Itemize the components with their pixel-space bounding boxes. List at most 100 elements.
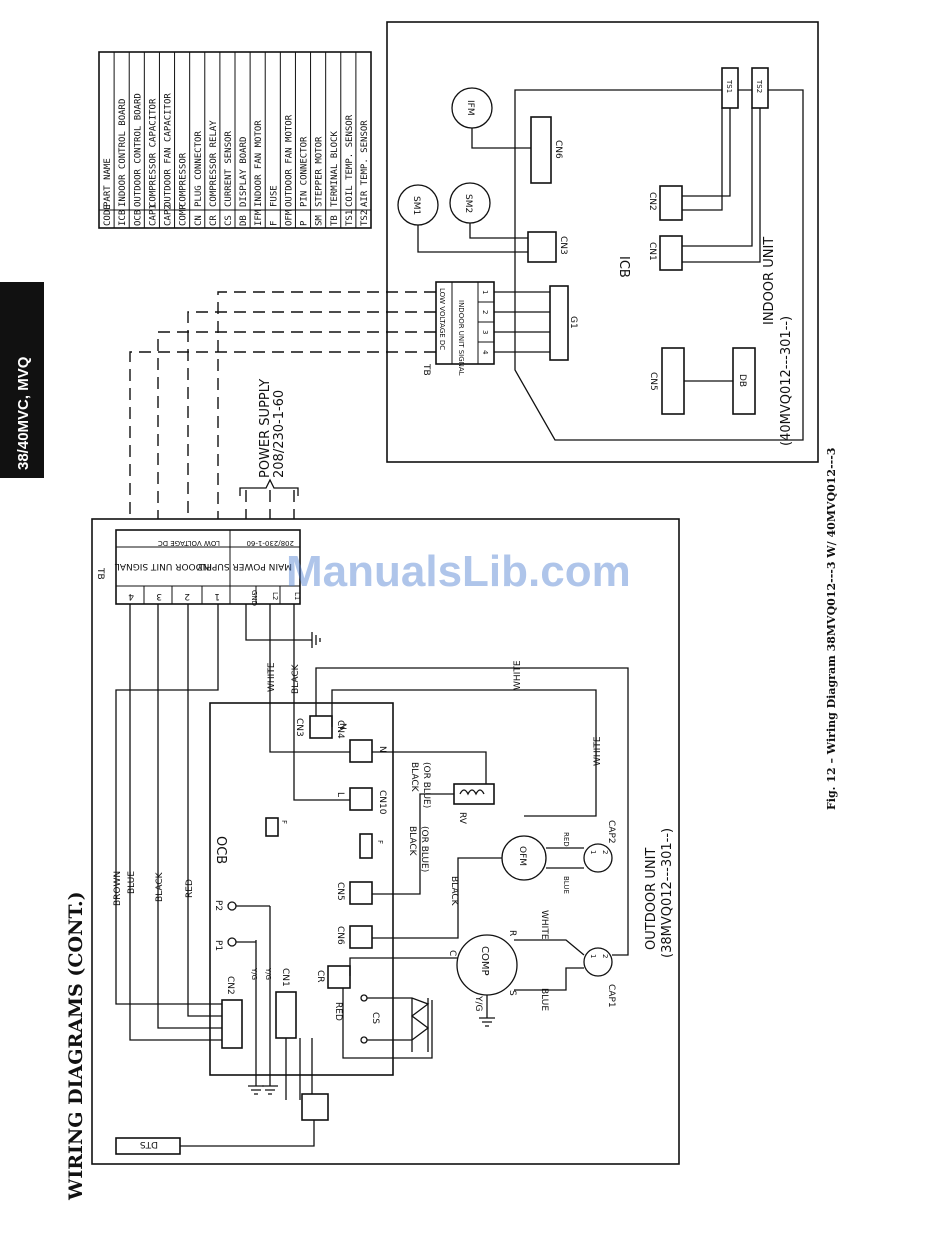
comp-r: R (507, 930, 517, 936)
legend-part-name: TERMINAL BLOCK (330, 131, 340, 207)
wire-blue-2: BLUE (562, 876, 570, 894)
legend-code: SM (315, 215, 325, 226)
wire-black-1: BLACK (155, 871, 165, 902)
ocb-fuse-1 (265, 817, 279, 837)
ocb-cr (327, 965, 351, 989)
wire-black-or-blue-1: BLACK (409, 762, 419, 793)
cap2-t2: 2 (601, 850, 609, 854)
icb-cn2-label: CN2 (647, 192, 657, 211)
wire-red-1: RED (185, 879, 195, 898)
ocb-cn4-label: CN4 (335, 720, 345, 739)
indoor-unit-model: (40MVQ012---301--) (779, 316, 794, 446)
legend-part-name: OUTDOOR FAN MOTOR (284, 114, 294, 207)
icb-cn6-label: CN6 (553, 140, 563, 159)
comp-s: S (507, 990, 517, 996)
outdoor-tb-t2: 2 (184, 591, 190, 601)
outdoor-tb-t3: 3 (156, 591, 162, 601)
cap2 (583, 843, 613, 873)
legend-code: F (269, 221, 279, 226)
ocb-fuse-2-label: F (376, 840, 384, 844)
indoor-tb-t2: 2 (481, 310, 489, 314)
legend-part-name: PIN CONNECTOR (300, 136, 310, 207)
outdoor-tb-voltage: 208/230-1-60 (247, 539, 295, 547)
indoor-unit-title: INDOOR UNIT (762, 237, 777, 325)
wire-yg-2: Y/G (264, 967, 272, 980)
ocb-cn3-label: CN3 (294, 718, 304, 737)
legend-code: TB (330, 215, 340, 226)
indoor-tb-signal: INDOOR UNIT SIGNAL (457, 300, 465, 376)
sm2-label: SM2 (463, 194, 473, 213)
legend-part-name: COMPRESSOR CAPACITOR (148, 98, 158, 207)
outdoor-tb-l2: L2 (271, 592, 279, 600)
icb-g1-label: G1 (568, 316, 578, 329)
display-board-label: DB (737, 374, 747, 387)
indoor-tb-t4: 4 (481, 350, 489, 355)
icb-cn1 (659, 235, 683, 271)
legend-code: OFM (284, 209, 294, 226)
wire-black-3: BLACK (449, 876, 459, 907)
legend-part-name: INDOOR CONTROL BOARD (118, 99, 128, 207)
ocb-cn4-n: N (377, 746, 387, 753)
cap2-label: CAP2 (606, 820, 616, 844)
wire-brown: BROWN (113, 871, 123, 906)
legend-code: OCB (133, 210, 143, 226)
ocb-cn2-label: CN2 (225, 976, 235, 995)
rv-label: RV (457, 812, 467, 825)
indoor-tb-low-voltage: LOW VOLTAGE DC (438, 288, 446, 350)
legend-code: ICB (118, 210, 128, 226)
dts-sensor (115, 1137, 181, 1155)
legend-part-name: STEPPER MOTOR (315, 136, 325, 207)
ocb-cn2 (221, 999, 243, 1049)
wire-yg-1: Y/G (250, 967, 258, 980)
wire-white-3: WHITE (593, 736, 603, 766)
watermark: ManualsLib.com (286, 547, 631, 596)
indoor-tb-t3: 3 (481, 330, 489, 334)
outdoor-tb (115, 529, 301, 605)
legend-code: CS (224, 215, 234, 226)
wire-red-3: RED (333, 1002, 343, 1021)
outdoor-tb-gnd: GND (250, 590, 258, 606)
ofm-label: OFM (517, 846, 527, 866)
indoor-unit: ICB IFM CN6 SM1 SM2 CN3 TS1 TS2 CN2 CN1 (386, 21, 819, 463)
ocb-p1-label: P1 (213, 940, 223, 951)
icb-label: ICB (616, 256, 631, 278)
ocb-fuse-1-label: F (280, 820, 288, 824)
field-wiring: POWER SUPPLY 208/230-1-60 (129, 291, 436, 530)
indoor-tb (435, 281, 495, 365)
legend-code: P (300, 220, 310, 226)
legend-code: TS1 (345, 210, 355, 226)
legend-part-name: OUTDOOR FAN CAPACITOR (164, 93, 174, 207)
ocb-label: OCB (213, 836, 228, 864)
ocb-cn1-label: CN1 (280, 968, 290, 987)
cap2-t1: 1 (589, 850, 597, 854)
outdoor-tb-t4: 4 (128, 591, 134, 601)
cap1-t1: 1 (589, 954, 597, 958)
legend-code: CAP2 (164, 204, 174, 226)
outdoor-tb-low-voltage: LOW VOLTAGE DC (158, 539, 220, 547)
ifm-label: IFM (465, 100, 475, 116)
legend-code: CN (194, 215, 204, 226)
ocb-cn5-label: CN5 (335, 882, 345, 901)
wire-or-blue-1: (OR BLUE) (421, 762, 431, 808)
side-tab-label: 38/40MVC, MVQ (15, 356, 32, 470)
ocb-cn5 (349, 881, 373, 905)
icb-cn5 (661, 347, 685, 415)
icb-cn2 (659, 185, 683, 221)
dts-label: DTS (140, 1139, 158, 1149)
wire-black-or-blue-2: BLACK (407, 826, 417, 857)
section-title: WIRING DIAGRAMS (CONT.) (65, 891, 87, 1201)
cap1-label: CAP1 (606, 984, 616, 1008)
figure-caption: Fig. 12 – Wiring Diagram 38MVQ012---3 W/… (825, 448, 838, 810)
ocb-cn4 (349, 739, 373, 763)
side-tab: 38/40MVC, MVQ (0, 282, 44, 478)
ts2-label: TS2 (755, 79, 763, 93)
sm1-label: SM1 (411, 196, 421, 215)
legend-code: IFM (254, 209, 264, 226)
legend-part-name: COMPRESSOR (179, 152, 189, 207)
ocb-cn1 (275, 991, 297, 1039)
indoor-tb-t1: 1 (481, 290, 489, 294)
legend-part-name: COIL TEMP. SENSOR (345, 114, 355, 207)
legend-code: COMP (179, 204, 189, 226)
ts1-label: TS1 (725, 79, 733, 93)
